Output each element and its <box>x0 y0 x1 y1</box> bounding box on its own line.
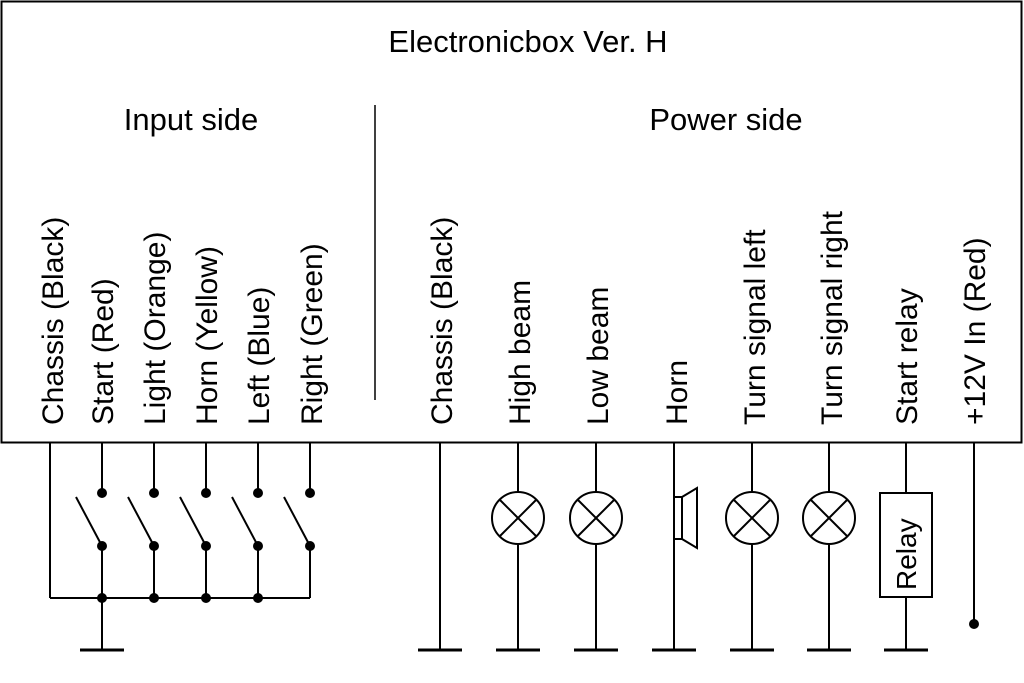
input-side-heading: Input side <box>124 102 258 137</box>
horn-switch-icon <box>179 496 207 547</box>
input-label-horn: Horn (Yellow) <box>191 246 224 425</box>
junction-dot <box>149 541 159 551</box>
right-switch-icon <box>283 496 311 547</box>
left-switch-icon <box>231 496 259 547</box>
power-label-start-relay: Start relay <box>891 288 924 425</box>
high-beam-lamp-icon <box>491 491 545 545</box>
input-label-chassis: Chassis (Black) <box>37 217 70 425</box>
power-label-turn-left: Turn signal left <box>739 229 772 425</box>
junction-dot <box>201 488 211 498</box>
input-label-left: Left (Blue) <box>243 287 276 425</box>
junction-dot <box>149 488 159 498</box>
power-label-high-beam: High beam <box>504 280 537 425</box>
junction-dot <box>305 541 315 551</box>
junction-dot <box>97 488 107 498</box>
power-side-heading: Power side <box>649 102 802 137</box>
turn-right-lamp-icon <box>802 491 856 545</box>
junction-dot <box>253 541 263 551</box>
junction-dot <box>253 488 263 498</box>
junction-dot <box>253 593 263 603</box>
power-label-turn-right: Turn signal right <box>816 210 849 425</box>
power-label-horn: Horn <box>661 360 694 425</box>
power-wiring <box>418 443 975 652</box>
junction-dot <box>201 593 211 603</box>
junction-dot <box>305 488 315 498</box>
low-beam-lamp-icon <box>569 491 623 545</box>
power-terminal-labels: Chassis (Black) High beam Low beam Horn … <box>426 210 992 425</box>
horn-speaker-icon <box>673 486 698 550</box>
junction-dot <box>201 541 211 551</box>
turn-left-lamp-icon <box>725 491 779 545</box>
junction-dot <box>97 593 107 603</box>
input-label-start: Start (Red) <box>87 278 120 425</box>
input-junction-dots <box>97 488 315 603</box>
electronic-box <box>0 0 1023 444</box>
junction-dot <box>97 541 107 551</box>
power-label-chassis: Chassis (Black) <box>426 217 459 425</box>
box-title: Electronicbox Ver. H <box>388 24 667 59</box>
power-label-low-beam: Low beam <box>582 287 615 425</box>
light-switch-icon <box>127 496 155 547</box>
power-label-12v-in: +12V In (Red) <box>959 237 992 425</box>
input-wiring <box>49 443 311 652</box>
input-terminal-labels: Chassis (Black) Start (Red) Light (Orang… <box>37 217 329 425</box>
junction-dot <box>149 593 159 603</box>
power-in-terminal-dot <box>969 619 979 629</box>
input-label-right: Right (Green) <box>296 243 329 425</box>
relay-label: Relay <box>891 518 922 590</box>
start-switch-icon <box>75 496 103 547</box>
input-label-light: Light (Orange) <box>139 232 172 425</box>
